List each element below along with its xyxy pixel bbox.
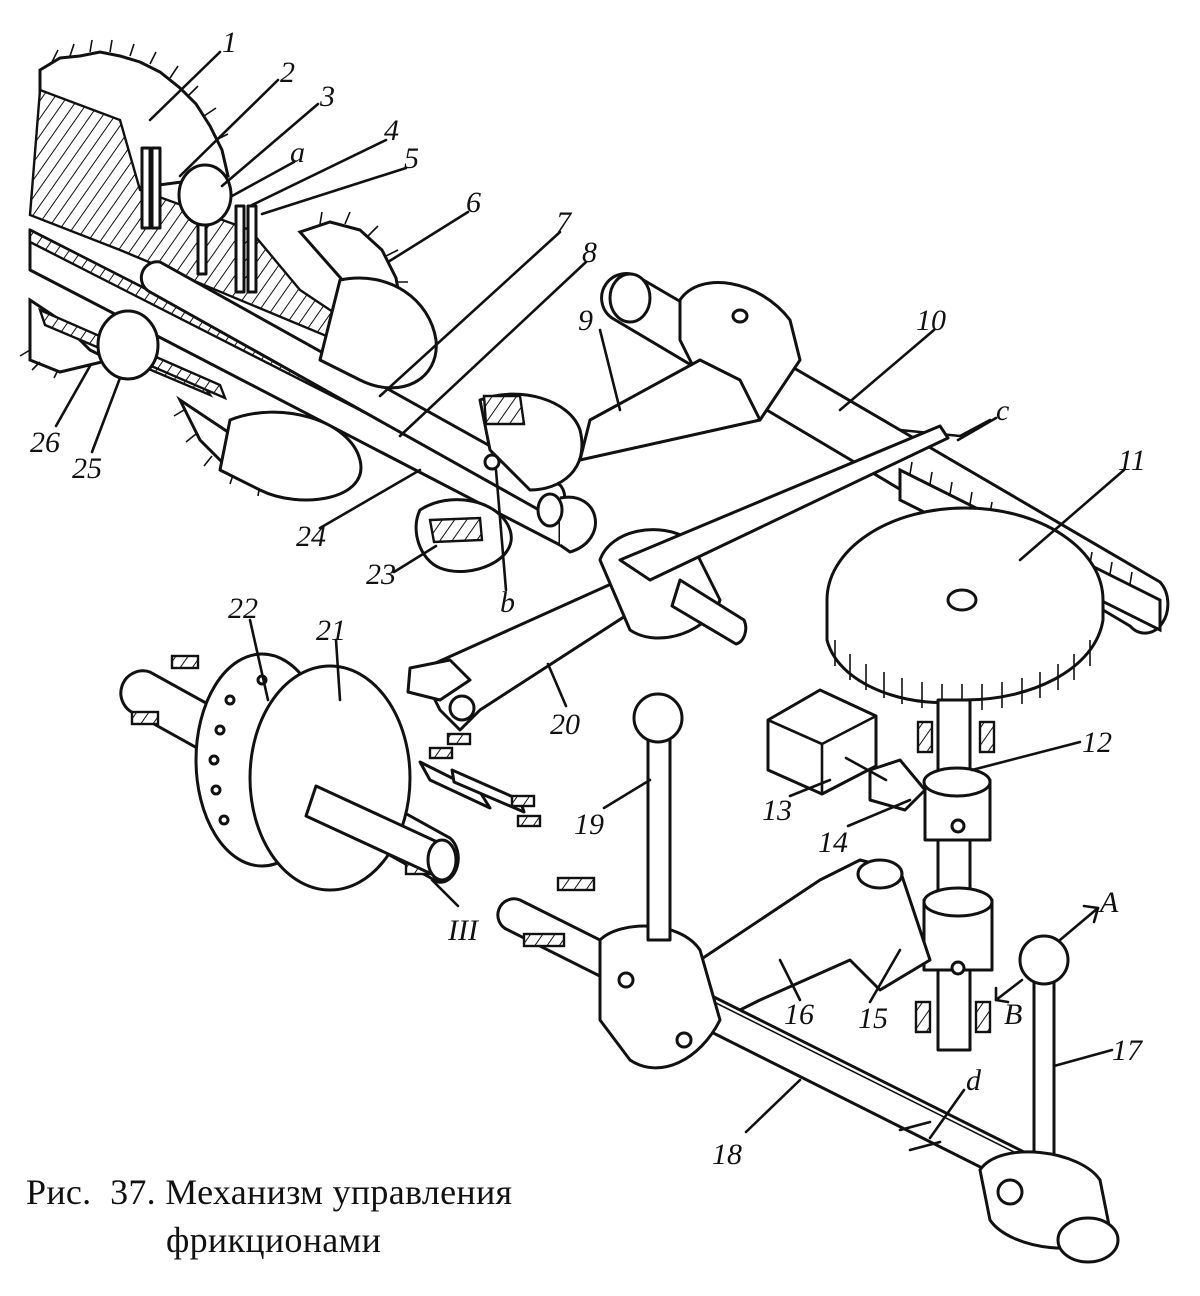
arrow-A xyxy=(1058,906,1100,942)
arrow-B xyxy=(994,978,1024,1002)
label-3: 3 xyxy=(319,80,335,113)
shaft-12 xyxy=(936,698,972,1052)
caption-prefix: Рис. xyxy=(26,1172,92,1212)
disc-21 xyxy=(248,664,412,892)
label-10: 10 xyxy=(916,304,946,337)
label-7: 7 xyxy=(556,206,573,239)
gear-11-teeth xyxy=(834,640,1091,710)
pin-b xyxy=(483,453,501,471)
block-13 xyxy=(766,688,878,796)
label-18: 18 xyxy=(712,1138,742,1171)
label-15: 15 xyxy=(858,1002,888,1035)
label-24: 24 xyxy=(296,520,326,553)
label-a: a xyxy=(290,136,305,169)
label-13: 13 xyxy=(762,794,792,827)
label-21: 21 xyxy=(316,614,346,647)
label-20: 20 xyxy=(550,708,580,741)
lever-9 xyxy=(578,358,762,462)
label-6: 6 xyxy=(466,186,481,219)
caption-number: 37. xyxy=(110,1172,156,1212)
handle-19-knob[interactable] xyxy=(632,692,684,744)
label-A: A xyxy=(1098,886,1119,919)
pins xyxy=(140,146,258,294)
handle-19[interactable] xyxy=(646,718,672,942)
part-labels: 1 2 3 a 4 5 6 7 8 9 10 c 11 12 13 14 15 … xyxy=(30,26,1146,1171)
label-B: B xyxy=(1004,998,1022,1031)
hub-19 xyxy=(598,924,722,1070)
caption-line2: фрикционами xyxy=(166,1220,382,1260)
caption-line1: Механизм управления xyxy=(165,1172,513,1212)
lower-drum xyxy=(218,410,363,502)
ring-3 xyxy=(177,163,233,227)
handle-17-knob[interactable] xyxy=(1018,934,1070,986)
lower-lever-group xyxy=(496,692,1120,1264)
label-12: 12 xyxy=(1082,726,1112,759)
disc-25 xyxy=(96,309,160,381)
gear-11-group xyxy=(766,506,1105,1052)
label-d: d xyxy=(966,1064,982,1097)
label-III: III xyxy=(447,914,480,947)
label-9: 9 xyxy=(578,304,593,337)
figure-caption: Рис. 37. Механизм управления фрикционами xyxy=(26,1168,512,1264)
leader-lines xyxy=(54,50,1126,1140)
label-1: 1 xyxy=(222,26,237,59)
label-25: 25 xyxy=(72,452,102,485)
label-14: 14 xyxy=(818,826,848,859)
label-8: 8 xyxy=(582,236,597,269)
label-b: b xyxy=(500,586,515,619)
label-17: 17 xyxy=(1112,1034,1144,1067)
label-23: 23 xyxy=(366,558,396,591)
disc-group xyxy=(119,424,950,892)
clutch-assembly xyxy=(19,39,597,574)
clutch-drum xyxy=(318,276,438,390)
label-26: 26 xyxy=(30,426,60,459)
label-19: 19 xyxy=(574,808,604,841)
label-5: 5 xyxy=(404,142,419,175)
label-c: c xyxy=(996,394,1009,427)
label-22: 22 xyxy=(228,592,258,625)
label-16: 16 xyxy=(784,998,814,1031)
lever-c xyxy=(618,424,950,582)
rod xyxy=(139,260,567,517)
handle-17[interactable] xyxy=(1032,974,1056,1174)
label-2: 2 xyxy=(280,56,295,89)
label-11: 11 xyxy=(1118,444,1146,477)
label-4: 4 xyxy=(384,114,399,147)
